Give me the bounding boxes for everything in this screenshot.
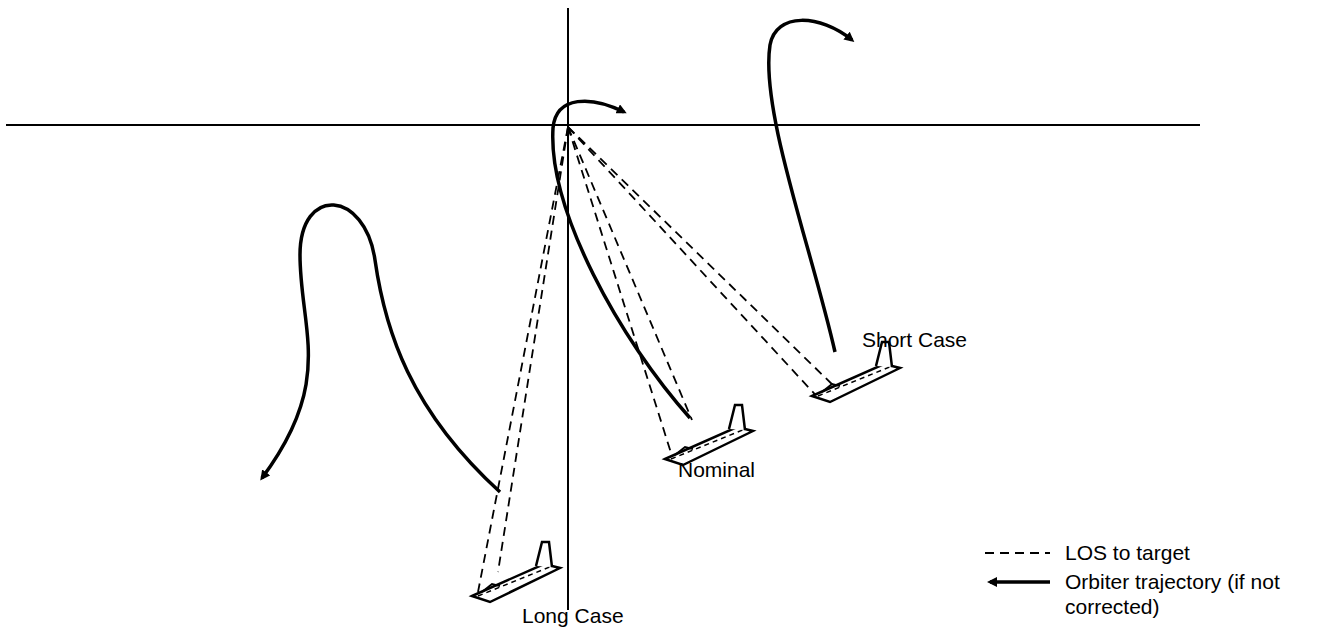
case-label: Nominal	[678, 458, 755, 482]
legend-samples	[985, 553, 1050, 582]
axes	[6, 8, 1200, 610]
case-label: Short Case	[862, 328, 967, 352]
legend-text: LOS to target	[1065, 540, 1315, 565]
case-label: Long Case	[522, 604, 624, 628]
orbiters	[472, 342, 900, 602]
trajectories	[262, 20, 852, 492]
legend-text: Orbiter trajectory (if not corrected)	[1065, 569, 1315, 619]
los-lines	[478, 127, 840, 592]
